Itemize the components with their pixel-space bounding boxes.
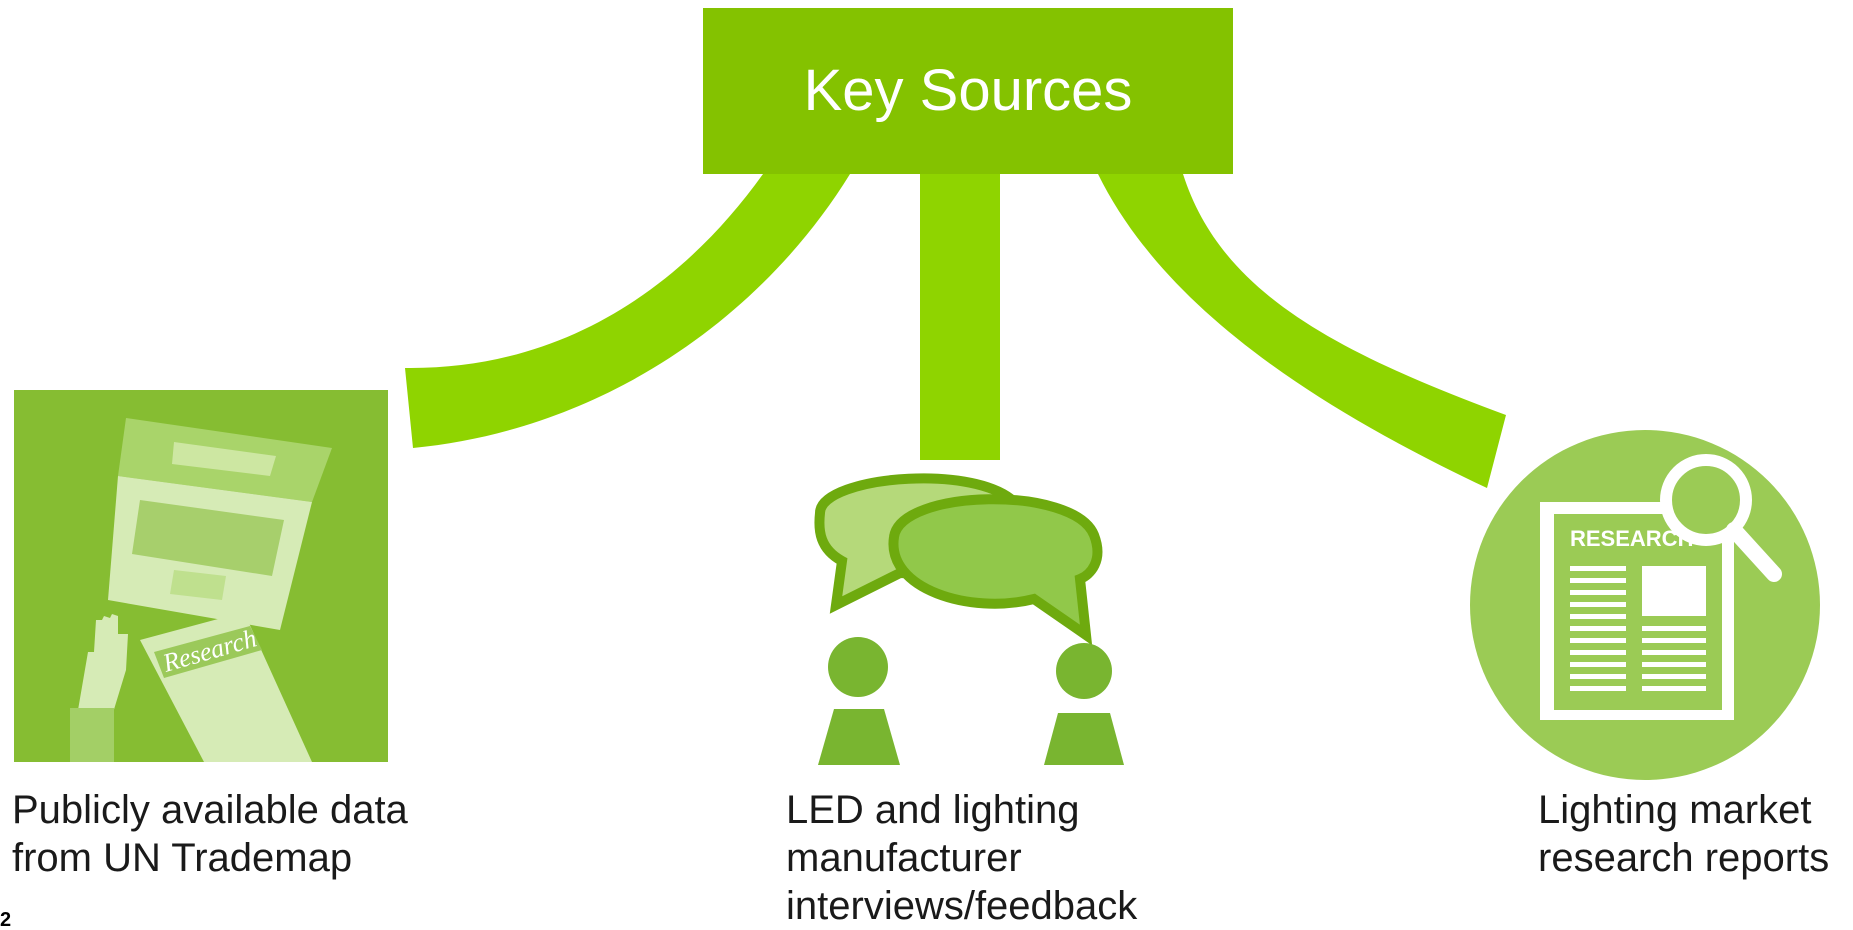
speech-bubble-right bbox=[888, 494, 1103, 646]
research-paper-band bbox=[154, 626, 262, 678]
chat-people-icon bbox=[814, 473, 1124, 765]
caption-market-research: Lighting market research reports bbox=[1538, 788, 1830, 880]
diagram-title: Key Sources bbox=[803, 58, 1133, 123]
person-right-head bbox=[1056, 643, 1112, 699]
connector-center bbox=[920, 174, 1000, 460]
hand-shape bbox=[78, 614, 128, 716]
title-box: Key Sources bbox=[703, 8, 1233, 174]
magnifier-handle bbox=[1726, 522, 1782, 582]
connector-right bbox=[1098, 174, 1506, 488]
laptop-screen-inner bbox=[172, 442, 276, 476]
laptop-touchpad bbox=[170, 570, 226, 600]
report-text-lines bbox=[1570, 566, 1706, 691]
caption-un-trademap: Publicly available data from UN Trademap bbox=[12, 788, 408, 880]
person-left-body bbox=[818, 709, 900, 765]
page-number: 2 bbox=[0, 909, 12, 927]
magnifier-lens bbox=[1660, 454, 1752, 546]
research-report-magnifier-icon: RESEARCH bbox=[1470, 430, 1820, 780]
person-left-head bbox=[828, 637, 888, 697]
laptop-keyboard bbox=[132, 500, 284, 576]
person-right-body bbox=[1044, 713, 1124, 765]
caption-manufacturer-interviews: LED and lighting manufacturer interviews… bbox=[786, 788, 1138, 928]
laptop-research-icon: Research bbox=[14, 390, 388, 762]
hand-sleeve bbox=[70, 708, 114, 762]
connector-left bbox=[405, 174, 850, 448]
